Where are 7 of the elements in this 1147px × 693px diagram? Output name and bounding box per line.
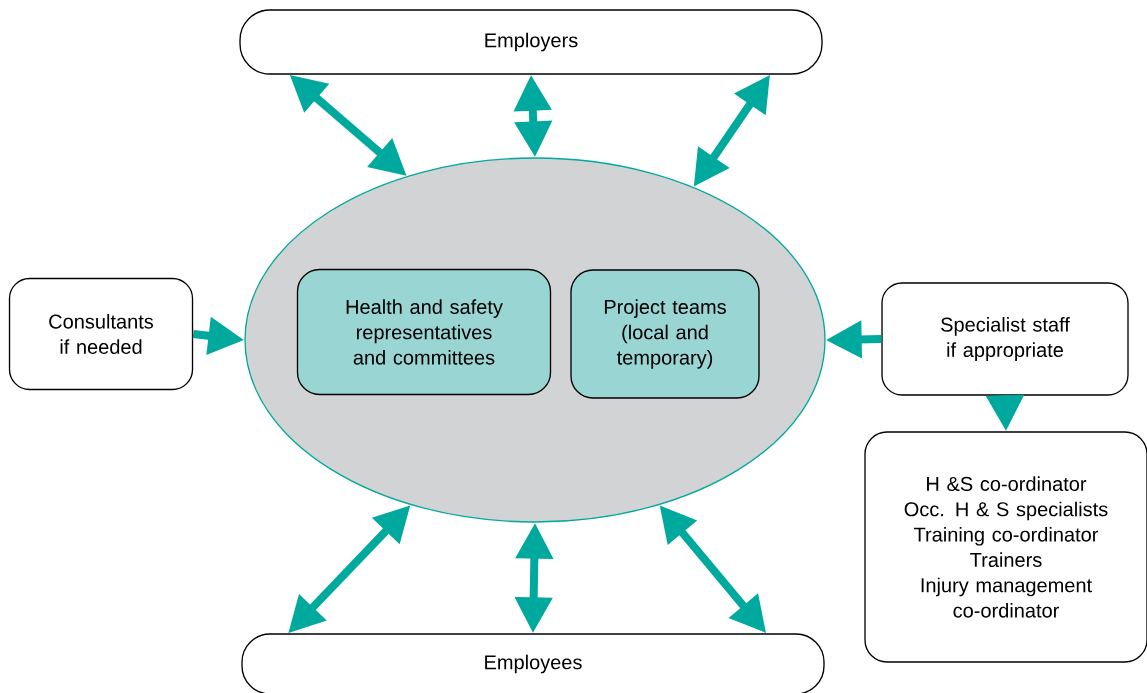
rounded-box: Employers — [239, 9, 823, 75]
rounded-box: Health and safety representatives and committees — [296, 268, 552, 396]
rounded-box: Consultants if needed — [8, 277, 194, 391]
rounded-box: Project teams (local and temporary) — [570, 269, 760, 399]
rounded-box: Specialist staff if appropriate — [881, 282, 1129, 396]
rounded-box: H &S co-ordinator Occ. H & S specialists Training co-ordinator Trainers Injury management co-ordinator — [864, 431, 1147, 663]
rounded-box: Employees — [241, 633, 825, 693]
